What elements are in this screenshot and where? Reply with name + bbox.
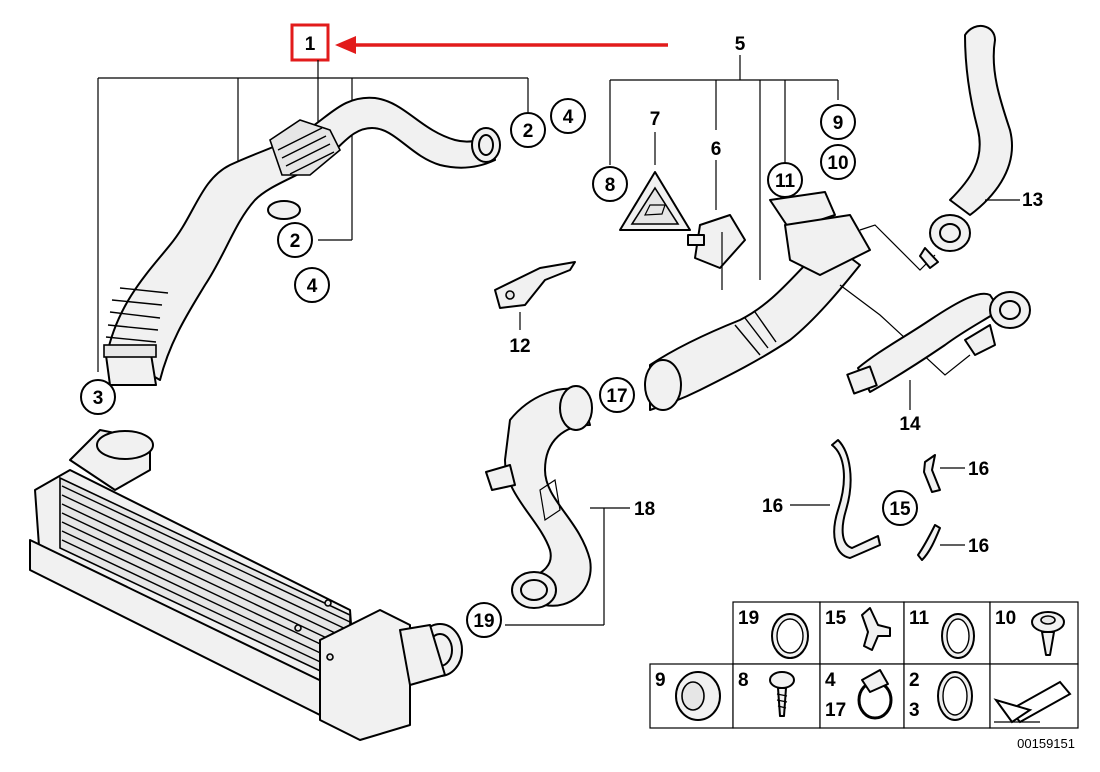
callout-3[interactable]: 3 [80, 379, 116, 415]
charge-pipe-lower-part-18 [485, 385, 630, 626]
svg-text:3: 3 [93, 388, 104, 409]
intercooler [29, 429, 463, 741]
callout-7[interactable]: 7 [650, 109, 661, 130]
svg-text:3: 3 [909, 700, 920, 721]
legend-cell-8[interactable]: 8 [738, 670, 795, 717]
diagram-number: 00159151 [1017, 736, 1075, 751]
callout-12[interactable]: 12 [509, 336, 530, 357]
callout-15[interactable]: 15 [882, 490, 918, 526]
legend-cell-4-17[interactable]: 4 17 [825, 669, 893, 721]
sensor-part-6 [687, 160, 746, 290]
svg-text:9: 9 [833, 113, 844, 134]
hose-part-14 [846, 291, 1031, 410]
legend-cell-9[interactable]: 9 [655, 670, 721, 721]
callout-6[interactable]: 6 [711, 139, 722, 160]
callout-16a[interactable]: 16 [968, 459, 989, 480]
callout-4a[interactable]: 4 [550, 98, 586, 134]
svg-text:15: 15 [889, 499, 911, 520]
callout-14[interactable]: 14 [899, 414, 921, 435]
svg-text:8: 8 [738, 670, 749, 691]
legend-cell-2-3[interactable]: 2 3 [909, 670, 973, 721]
callout-16b[interactable]: 16 [762, 496, 783, 517]
svg-text:10: 10 [995, 608, 1016, 629]
svg-text:19: 19 [473, 611, 494, 632]
hose-part-13 [919, 25, 1020, 269]
svg-text:17: 17 [606, 386, 627, 407]
legend-cell-arrow [993, 680, 1072, 724]
legend-cell-10[interactable]: 10 [995, 608, 1065, 656]
charge-air-pipe-upper [103, 96, 501, 386]
svg-text:4: 4 [307, 276, 318, 297]
vacuum-lines-part-15-16 [790, 439, 965, 561]
arrow-head-icon [993, 698, 1033, 724]
callout-1[interactable]: 1 [305, 34, 316, 55]
callout-13[interactable]: 13 [1022, 190, 1043, 211]
callout-8[interactable]: 8 [592, 166, 628, 202]
bracket-part-12 [494, 261, 576, 330]
small-parts-legend: 19 15 11 10 9 8 [649, 601, 1079, 729]
callout-11[interactable]: 11 [767, 162, 803, 198]
svg-text:8: 8 [605, 175, 616, 196]
svg-text:2: 2 [290, 231, 301, 252]
callout-18[interactable]: 18 [634, 499, 655, 520]
svg-text:9: 9 [655, 670, 666, 691]
callout-19[interactable]: 19 [466, 602, 502, 638]
svg-text:10: 10 [827, 153, 848, 174]
svg-text:4: 4 [825, 670, 836, 691]
legend-cell-15[interactable]: 15 [825, 607, 891, 651]
legend-cell-19[interactable]: 19 [738, 608, 809, 659]
legend-cell-11[interactable]: 11 [909, 608, 975, 659]
highlight-box [290, 23, 330, 62]
svg-text:2: 2 [523, 121, 534, 142]
callout-17[interactable]: 17 [599, 377, 635, 413]
svg-text:11: 11 [775, 171, 796, 192]
svg-text:15: 15 [825, 608, 847, 629]
warning-label-part-7 [619, 132, 691, 231]
svg-text:2: 2 [909, 670, 920, 691]
svg-text:17: 17 [825, 700, 846, 721]
callout-16c[interactable]: 16 [968, 536, 989, 557]
callout-9[interactable]: 9 [820, 104, 856, 140]
svg-text:4: 4 [563, 107, 574, 128]
callout-5[interactable]: 5 [735, 34, 746, 55]
svg-text:19: 19 [738, 608, 759, 629]
callout-10[interactable]: 10 [820, 144, 856, 180]
callout-2b[interactable]: 2 [277, 222, 313, 258]
highlight-arrow-head [335, 36, 356, 54]
callout-4b[interactable]: 4 [294, 267, 330, 303]
callout-2a[interactable]: 2 [510, 112, 546, 148]
svg-text:11: 11 [909, 608, 930, 629]
